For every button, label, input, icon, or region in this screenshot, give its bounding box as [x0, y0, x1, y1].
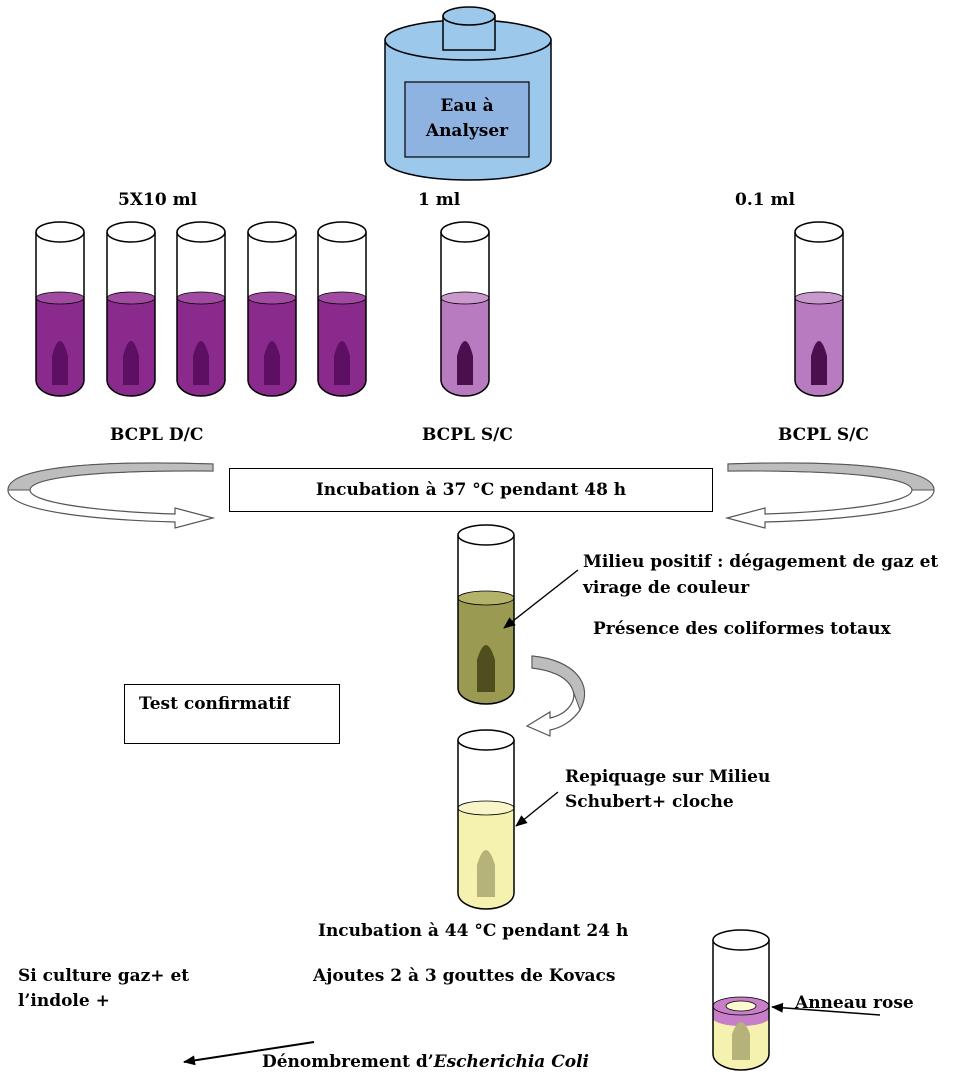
- schubert-pointer-arrow: [515, 791, 559, 827]
- tube-bcpl-dc-5: [317, 221, 367, 397]
- footer-title: Dénombrement d’Escherichia Coli: [262, 1052, 589, 1072]
- positive-pointer-arrow: [503, 569, 579, 629]
- sample-bottle-icon: [384, 6, 552, 181]
- bottle-label-line2: Analyser: [425, 121, 509, 141]
- tube-schubert: [457, 729, 515, 910]
- test-confirmatif-box: Test confirmatif: [124, 684, 340, 744]
- medium-label-bcpl-sc-1: BCPL S/C: [422, 425, 513, 445]
- volume-label-01ml: 0.1 ml: [735, 190, 795, 210]
- positive-line1: Milieu positif : dégagement de gaz et: [583, 552, 939, 572]
- culture-line1: Si culture gaz+ et: [18, 966, 190, 986]
- right-curved-arrow-icon: [724, 462, 935, 529]
- left-curved-arrow-icon: [7, 462, 216, 529]
- tube-bcpl-dc-2: [106, 221, 156, 397]
- tube-bcpl-dc-3: [176, 221, 226, 397]
- tube-bcpl-sc-1ml: [440, 221, 490, 397]
- medium-label-bcpl-dc: BCPL D/C: [110, 425, 204, 445]
- presence-coliformes: Présence des coliformes totaux: [593, 619, 891, 639]
- tube-positive: [457, 524, 515, 705]
- volume-label-5x10: 5X10 ml: [118, 190, 198, 210]
- footer-species: Escherichia Coli: [433, 1052, 590, 1072]
- tube-bcpl-dc-4: [247, 221, 297, 397]
- bottle-label-line1: Eau à: [440, 96, 494, 116]
- repiquage-line1: Repiquage sur Milieu: [565, 767, 771, 787]
- ring-pointer-arrow: [771, 1002, 881, 1016]
- incubation-to-culture-arrow: [183, 1041, 315, 1066]
- tube-kovacs: [712, 929, 770, 1071]
- culture-line2: l’indole +: [18, 991, 110, 1011]
- incubation-37-box: Incubation à 37 °C pendant 48 h: [229, 468, 713, 512]
- tube-bcpl-dc-1: [35, 221, 85, 397]
- incubation-44-text: Incubation à 44 °C pendant 24 h: [318, 921, 629, 941]
- repiquage-line2: Schubert+ cloche: [565, 792, 734, 812]
- anneau-rose-text: Anneau rose: [795, 993, 914, 1013]
- incubation-37-text: Incubation à 37 °C pendant 48 h: [315, 480, 627, 500]
- footer-prefix: Dénombrement d’: [262, 1052, 434, 1072]
- kovacs-text: Ajoutes 2 à 3 gouttes de Kovacs: [313, 966, 616, 986]
- small-curved-arrow-icon: [525, 655, 586, 737]
- tube-bcpl-sc-01ml: [794, 221, 844, 397]
- medium-label-bcpl-sc-2: BCPL S/C: [778, 425, 869, 445]
- positive-line2: virage de couleur: [583, 578, 750, 598]
- test-confirmatif-text: Test confirmatif: [139, 694, 290, 714]
- volume-label-1ml: 1 ml: [418, 190, 461, 210]
